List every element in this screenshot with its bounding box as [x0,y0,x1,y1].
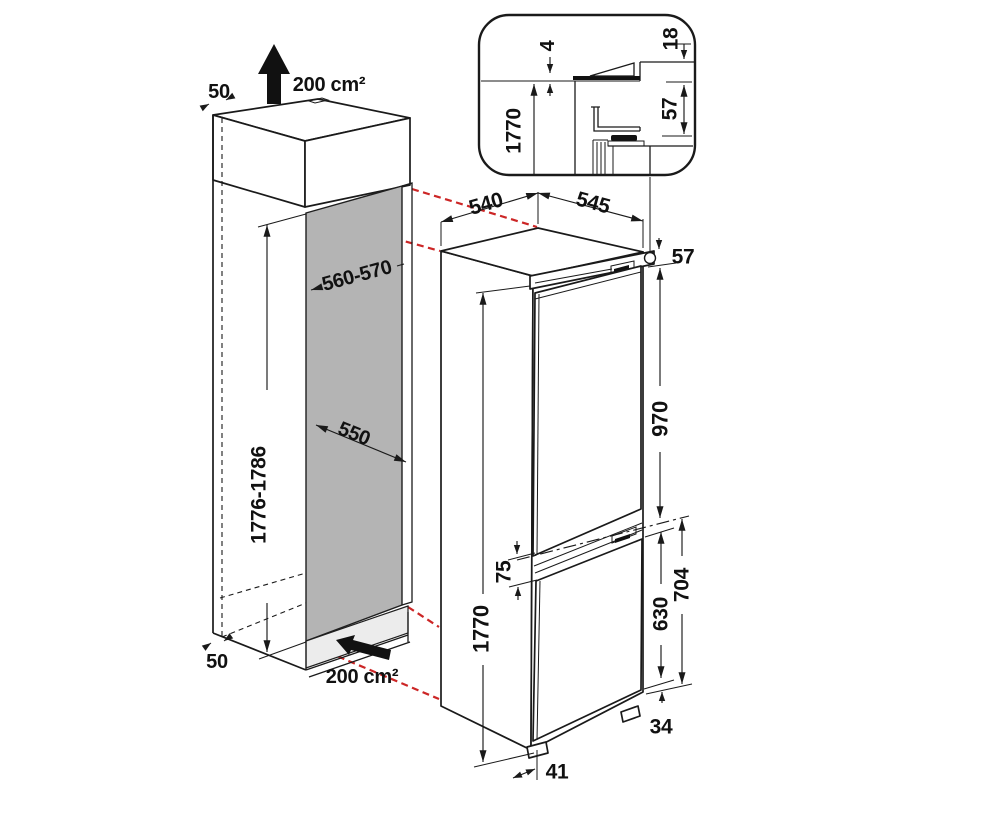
dim-label-center-rail: 75 [493,560,516,583]
ext-line [645,683,693,695]
gap-arrow [225,92,236,101]
top-rail-inner-line [534,268,613,284]
divider-vent-slot [615,534,630,543]
niche-back-panel [305,185,403,643]
detail-reference-circle [643,251,657,265]
appliance-left-face [440,250,534,751]
dim-label-rear-gap-bottom: 50 [206,651,228,673]
dim-label-inset-rail: 57 [659,98,682,121]
dim-label-appliance-height: 1770 [469,605,494,653]
ext-line [475,285,531,294]
gap-arrow [201,642,212,651]
divider-centerline [516,515,690,561]
rail-slab-section [607,140,645,147]
dim-label-worktop-thickness: 18 [660,27,683,50]
ext-line [507,552,536,561]
appliance-top-face [440,227,644,277]
dim-label-inset-gap: 4 [537,39,559,51]
plinth-rail-top [305,634,409,671]
airflow-in-arrow-icon [336,635,391,660]
top-vent-slot [307,97,330,104]
upper-door [532,265,642,557]
niche-side-panel [401,182,413,606]
dim-label-lower-section-height: 704 [671,567,694,602]
ext-line [473,752,535,768]
gap-arrow [199,103,210,112]
rail-handle-section [611,135,637,141]
dim-label-plinth-depth: 41 [546,761,569,784]
lower-door-edge-line [536,580,541,741]
dim-label-rear-gap-top: 50 [208,81,230,103]
niche-drawing [212,44,413,678]
dim-label-appliance-depth: 540 [466,188,505,220]
dim-line-niche-width [315,424,407,463]
dim-label-upper-door-height: 970 [648,401,673,437]
inset-border [477,13,697,177]
divider-vent [611,526,637,544]
dim-label-vent-bottom: 200 cm² [326,666,399,688]
appliance-drawing [440,177,690,759]
niche-dimensions: 50 200 cm² 560-570 550 1776-1786 50 200 … [199,74,407,688]
dim-line-depth [310,283,324,291]
gap-arrow [223,633,234,642]
hidden-bottom-edge [221,602,307,638]
vent-plate [573,76,640,80]
ext-line [508,579,538,588]
upper-door-edge-line [536,293,540,556]
ext-line [647,262,677,268]
dim-line-depth-stub [396,263,405,267]
appliance-top-rail [529,250,655,290]
projection-line-bottom-rear [407,606,440,628]
plinth-rail-bottom [308,641,411,678]
divider-rail-line [533,522,643,567]
dim-label-niche-height: 1776-1786 [248,446,271,544]
dim-line-depth [440,192,539,223]
upper-door-top-line [534,271,642,300]
dim-label-appliance-width: 545 [574,187,614,218]
hidden-floor-edge [219,572,307,599]
rear-foot [620,705,641,723]
appliance-dimensions: 540 545 57 970 75 704 630 34 [440,187,695,784]
dim-label-rail-height: 57 [672,246,695,269]
ext-line [643,679,675,690]
dim-label-bottom-clearance: 34 [650,716,673,739]
ext-line [257,213,307,228]
airflow-up-arrow-icon [258,44,290,104]
top-rail-vent-slot [614,265,629,273]
vent-grille-wedge [589,62,635,77]
dim-line-width [537,192,644,222]
ext-line [258,641,307,660]
dim-line-plinth-depth [512,768,536,779]
mounting-bracket [591,106,641,132]
dim-label-lower-door-height: 630 [650,597,673,631]
lower-door [532,538,643,742]
dim-label-vent-top: 200 cm² [293,74,366,96]
detail-inset: 1770 4 18 57 [477,13,697,177]
cabinet-right-face [304,117,411,208]
dim-label-inset-height: 1770 [503,108,526,154]
ext-line [644,527,675,538]
